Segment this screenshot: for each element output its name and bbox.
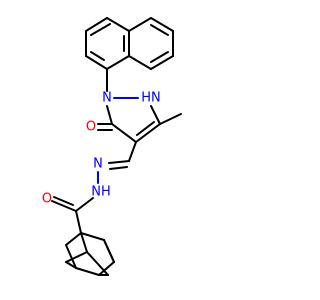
imine-bond — [108, 160, 130, 164]
atom-labels: N HN O N NH O — [42, 91, 161, 207]
amide-bond — [75, 197, 94, 212]
atom-o-ring-label: O — [86, 120, 96, 135]
atom-n-imine-label: N — [93, 157, 103, 172]
pyrazolone-ring — [106, 97, 161, 143]
molecule-structure: N HN O N NH O — [42, 17, 182, 276]
naphthalene-ring — [85, 17, 174, 70]
adamantane-cage — [65, 232, 115, 276]
vinyl-bond — [128, 141, 137, 162]
atom-nh-hydrazide-label: NH — [91, 185, 111, 200]
atom-nh-pyrazole-label: HN — [141, 91, 161, 106]
atom-o-carbonyl-label: O — [42, 192, 52, 207]
carbonyl-adamantyl-bond — [75, 210, 82, 234]
atom-n1-label: N — [102, 91, 112, 106]
amide-carbonyl-bond — [51, 200, 77, 212]
methyl-bond — [159, 113, 182, 125]
